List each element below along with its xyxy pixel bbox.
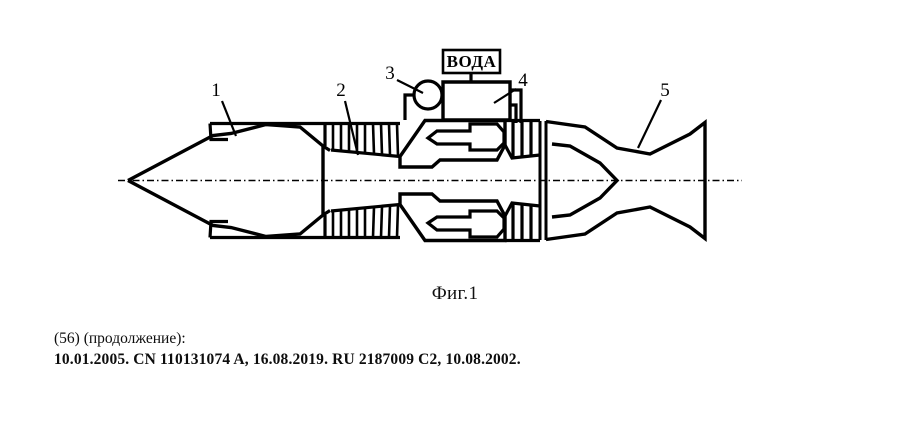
compressor-blade-stack-lower	[330, 202, 401, 238]
callout-label-1: 1	[211, 80, 221, 101]
callout-leader-2: 2	[336, 80, 360, 156]
water-pump	[412, 79, 444, 111]
turbine-shaft-line	[538, 121, 548, 240]
callout-leader-1: 1	[211, 80, 238, 137]
compressor-blade-stack-upper	[330, 123, 401, 159]
compressor-outer-duct	[333, 121, 400, 240]
callout-leader-5: 5	[637, 80, 670, 149]
callout-label-2: 2	[336, 80, 346, 101]
water-label-text: ВОДА	[447, 52, 497, 71]
footnote-block: (56) (продолжение): 10.01.2005. CN 11013…	[54, 328, 874, 370]
flame-tube-upper	[425, 122, 506, 152]
turbine-section	[503, 118, 541, 243]
footnote-line-2: 10.01.2005. CN 110131074 A, 16.08.2019. …	[54, 351, 521, 368]
exhaust-nozzle	[545, 119, 707, 242]
flame-tube-lower	[425, 209, 506, 239]
callout-label-3: 3	[385, 63, 395, 84]
exhaust-cone	[551, 142, 620, 219]
callout-label-5: 5	[660, 80, 670, 101]
water-label-box: ВОДА	[441, 48, 502, 75]
water-injector-box	[441, 80, 512, 122]
callout-leader-3: 3	[385, 63, 424, 94]
compressor-hub	[322, 124, 331, 237]
combustion-chamber-lower	[398, 192, 507, 243]
footnote-line-1: (56) (продолжение):	[54, 330, 186, 347]
callout-label-4: 4	[518, 70, 528, 91]
callout-leader-4: 4	[493, 70, 528, 104]
figure-caption: Фиг.1	[431, 283, 479, 304]
